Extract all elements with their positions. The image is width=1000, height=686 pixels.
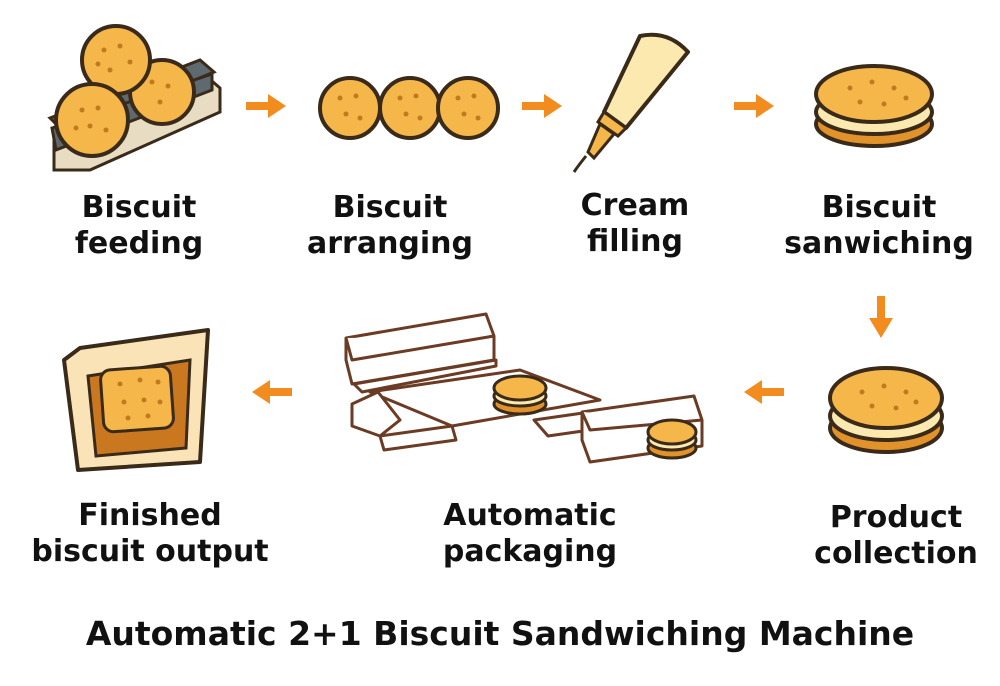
step-label-line2: collection <box>814 536 978 571</box>
step-label-line1: Finished <box>78 498 222 533</box>
diagram-title: Automatic 2+1 Biscuit Sandwiching Machin… <box>85 614 915 653</box>
step-label-line1: Biscuit <box>332 190 448 225</box>
packaging-biscuits <box>492 374 698 460</box>
arrow-right-2 <box>522 94 562 118</box>
step-label-cream-filling: Cream filling <box>560 188 710 260</box>
conveyor-biscuits-icon <box>47 24 222 172</box>
step-label-line2: packaging <box>442 534 618 569</box>
arrow-right-1 <box>246 94 286 118</box>
arranged-biscuits-icon <box>318 76 500 140</box>
arrow-right-3 <box>734 94 774 118</box>
step-label-line2: filling <box>587 224 683 259</box>
step-label-line2: sanwiching <box>784 226 974 261</box>
arrow-left-1 <box>744 380 784 404</box>
arrow-left-2 <box>252 380 292 404</box>
step-label-line2: arranging <box>306 226 474 261</box>
arrow-down <box>869 296 893 338</box>
step-label-line1: Biscuit <box>81 190 197 225</box>
step-label-line1: Automatic <box>443 498 617 533</box>
step-label-line2: biscuit output <box>31 534 269 569</box>
packaging-machine-icon <box>344 312 704 464</box>
step-label-line2: feeding <box>74 226 204 261</box>
sandwich-biscuit-icon <box>814 64 934 148</box>
step-label-biscuit-arranging: Biscuit arranging <box>300 190 480 262</box>
step-label-line1: Product <box>829 500 963 535</box>
step-label-product-collection: Product collection <box>806 500 986 572</box>
step-label-line1: Biscuit <box>821 190 937 225</box>
step-label-line1: Cream <box>580 188 690 223</box>
piping-bag-icon <box>572 32 690 173</box>
step-label-automatic-packaging: Automatic packaging <box>430 498 630 570</box>
step-label-biscuit-sandwiching: Biscuit sanwiching <box>784 190 974 262</box>
step-label-finished-output: Finished biscuit output <box>30 498 270 570</box>
step-label-biscuit-feeding: Biscuit feeding <box>54 190 224 262</box>
packaged-biscuit-icon <box>62 328 210 472</box>
stacked-sandwich-icon <box>828 366 944 454</box>
